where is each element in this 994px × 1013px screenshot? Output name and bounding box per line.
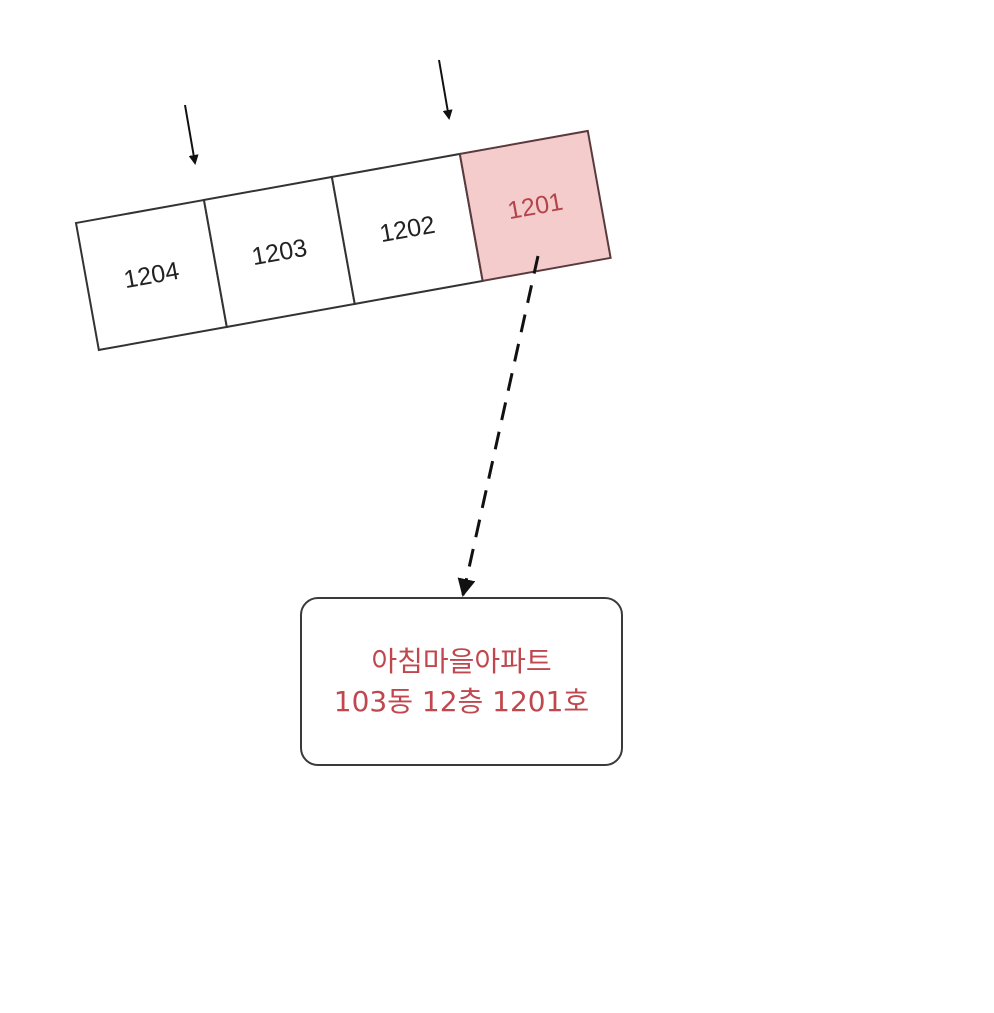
unit-cell-1202: 1202 — [330, 152, 484, 306]
unit-cell-1201-highlighted: 1201 — [458, 129, 612, 283]
unit-strip: 1204 1203 1202 1201 — [74, 129, 612, 352]
address-box: 아침마을아파트 103동 12층 1201호 — [300, 597, 623, 766]
arrow-down-icon — [438, 59, 453, 120]
unit-cell-1203: 1203 — [202, 175, 356, 329]
dashed-connector-arrow — [457, 255, 540, 597]
address-apartment-name: 아침마을아파트 — [371, 644, 552, 678]
unit-cell-1204: 1204 — [74, 198, 228, 352]
address-unit-detail: 103동 12층 1201호 — [333, 684, 590, 718]
arrow-down-icon — [184, 104, 199, 165]
